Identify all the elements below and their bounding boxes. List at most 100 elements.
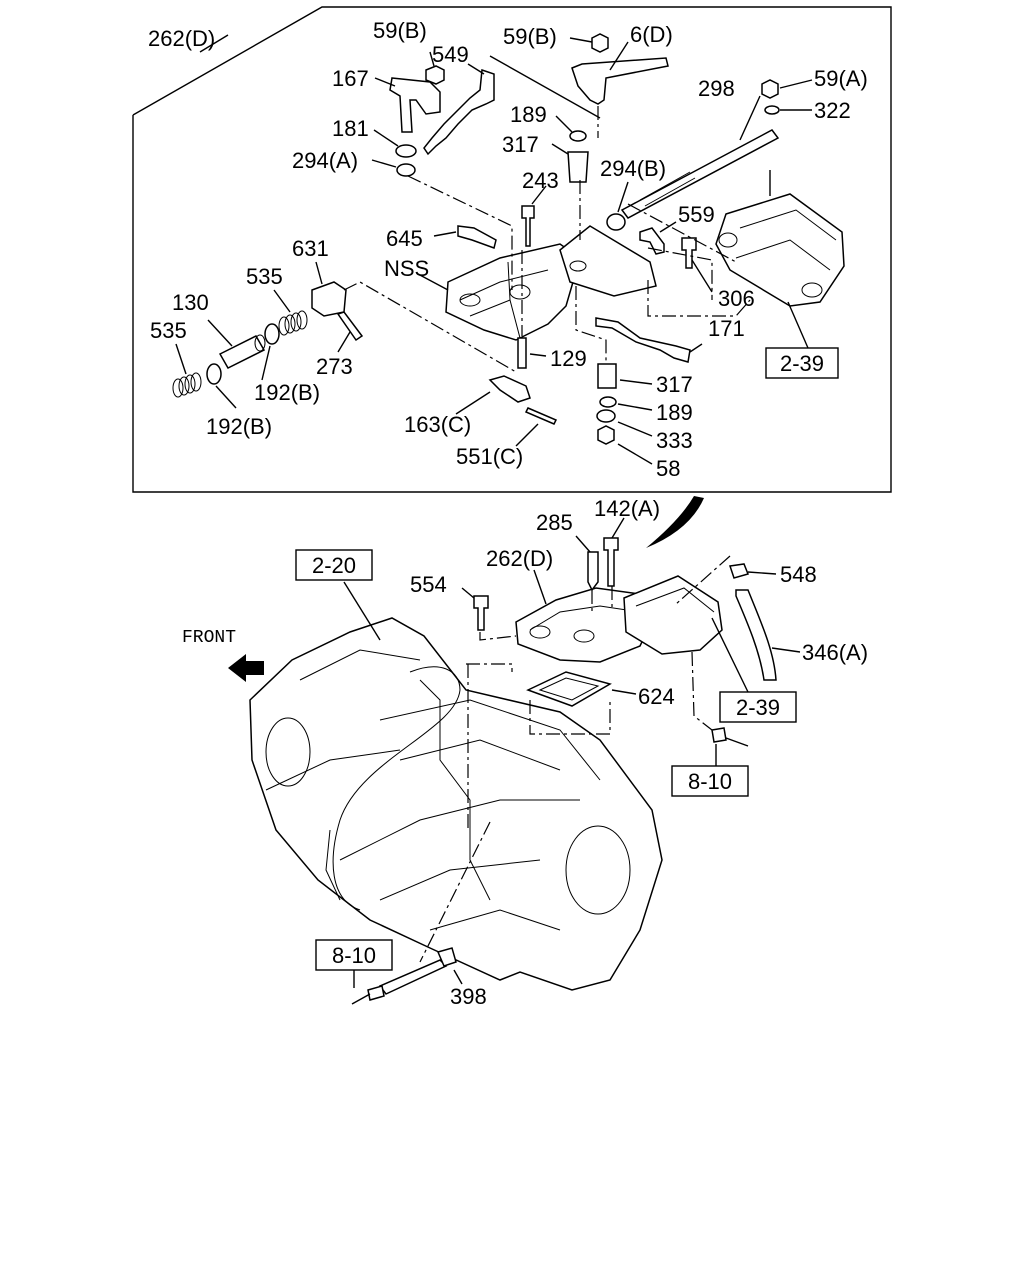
part-322-washer (764, 105, 780, 115)
part-549-rod (423, 68, 495, 156)
callout-labels: 262(D) 59(B) 549 59(B) 6(D) 167 298 59(A… (148, 18, 868, 1009)
part-58-nut (597, 425, 615, 445)
ref-label-2-20: 2-20 (312, 553, 356, 578)
part-559-elbow (639, 227, 665, 255)
ref-box-2-39-top[interactable]: 2-39 (765, 347, 839, 379)
part-535-spring-upper (278, 310, 308, 336)
ref-box-2-20[interactable]: 2-20 (295, 549, 373, 581)
part-valve-block-mid (623, 575, 723, 655)
ref-label-2-39-top: 2-39 (780, 351, 824, 376)
callout-535-lower: 535 (150, 318, 187, 343)
callout-631: 631 (292, 236, 329, 261)
callout-549: 549 (432, 42, 469, 67)
part-142a-bolt (603, 537, 619, 587)
inset-pointer-arrow (646, 496, 704, 548)
part-189-oring-bottom (599, 396, 617, 408)
front-label: FRONT (182, 628, 236, 648)
callout-273: 273 (316, 354, 353, 379)
callout-181: 181 (332, 116, 369, 141)
callout-192b-lower: 192(B) (206, 414, 272, 439)
callout-554: 554 (410, 572, 447, 597)
part-59a-nut (761, 79, 779, 99)
callout-294a: 294(A) (292, 148, 358, 173)
part-306-bolt (681, 237, 697, 269)
connector-8-10-left (367, 985, 385, 1001)
part-333-washer (596, 409, 616, 423)
callout-548: 548 (780, 562, 817, 587)
part-273-pin (336, 311, 364, 342)
part-548-connector (729, 563, 750, 579)
callout-189-bottom: 189 (656, 400, 693, 425)
part-398-sensor (378, 959, 448, 995)
callout-322: 322 (814, 98, 851, 123)
callout-535-upper: 535 (246, 264, 283, 289)
callout-317-top: 317 (502, 132, 539, 157)
ref-label-8-10-right: 8-10 (688, 769, 732, 794)
callout-59b-right: 59(B) (503, 24, 557, 49)
connector-8-10-right (711, 727, 727, 743)
transmission-case (249, 617, 663, 991)
part-59b-nut-right (591, 33, 609, 53)
front-arrow-icon (228, 654, 264, 682)
part-346a-hose (735, 589, 777, 681)
callout-559: 559 (678, 202, 715, 227)
callout-59a: 59(A) (814, 66, 868, 91)
callout-645: 645 (386, 226, 423, 251)
callout-294b: 294(B) (600, 156, 666, 181)
part-130-plunger (218, 335, 266, 369)
part-243-bolt (521, 205, 535, 247)
callout-346a: 346(A) (802, 640, 868, 665)
leader-262d-top (199, 34, 229, 53)
part-nss-housing (445, 243, 581, 341)
callout-192b-upper: 192(B) (254, 380, 320, 405)
part-6d-lever (571, 57, 669, 105)
ref-label-8-10-left: 8-10 (332, 943, 376, 968)
inset-frame (132, 6, 892, 493)
part-624-gasket (526, 671, 612, 707)
part-167-lever (389, 77, 441, 133)
callout-167: 167 (332, 66, 369, 91)
part-285-sensor (587, 551, 599, 592)
part-317-bush-top (567, 151, 589, 183)
part-181-washer (395, 144, 417, 158)
callout-306: 306 (718, 286, 755, 311)
part-171-sensor (595, 317, 691, 363)
part-192b-washer-lower (206, 363, 222, 385)
callout-130: 130 (172, 290, 209, 315)
transmission-assembly (228, 496, 801, 1005)
part-bracket-plate (559, 225, 657, 297)
callout-262d-mid: 262(D) (486, 546, 553, 571)
callout-243: 243 (522, 168, 559, 193)
callout-59b-left: 59(B) (373, 18, 427, 43)
part-298-shaft (620, 129, 780, 219)
callout-nss: NSS (384, 256, 429, 281)
callout-298: 298 (698, 76, 735, 101)
part-294a-bush (396, 163, 416, 177)
part-294b-seal (606, 213, 626, 231)
part-317-bush-bottom (597, 363, 617, 389)
callout-189-top: 189 (510, 102, 547, 127)
ref-label-2-39-mid: 2-39 (736, 695, 780, 720)
part-554-bolt (473, 595, 489, 631)
part-129-pin (517, 337, 527, 369)
part-551c-pin (524, 407, 558, 425)
ref-box-2-39-mid[interactable]: 2-39 (719, 691, 797, 723)
callout-129: 129 (550, 346, 587, 371)
ref-box-8-10-left[interactable]: 8-10 (315, 939, 393, 971)
reference-boxes: 2-39 2-20 2-39 8-10 8-10 (295, 347, 839, 971)
callout-142a: 142(A) (594, 496, 660, 521)
part-645-plug (457, 225, 497, 249)
part-192b-washer-upper (264, 323, 280, 345)
part-535-spring-lower (172, 372, 202, 398)
callout-262d-top: 262(D) (148, 26, 215, 51)
ref-box-8-10-right[interactable]: 8-10 (671, 765, 749, 797)
part-189-oring-top (569, 130, 587, 142)
part-163c-lever (488, 375, 531, 403)
callout-58: 58 (656, 456, 680, 481)
part-631-detent (311, 281, 347, 317)
callout-171: 171 (708, 316, 745, 341)
callout-163c: 163(C) (404, 412, 471, 437)
callout-333: 333 (656, 428, 693, 453)
callout-285: 285 (536, 510, 573, 535)
